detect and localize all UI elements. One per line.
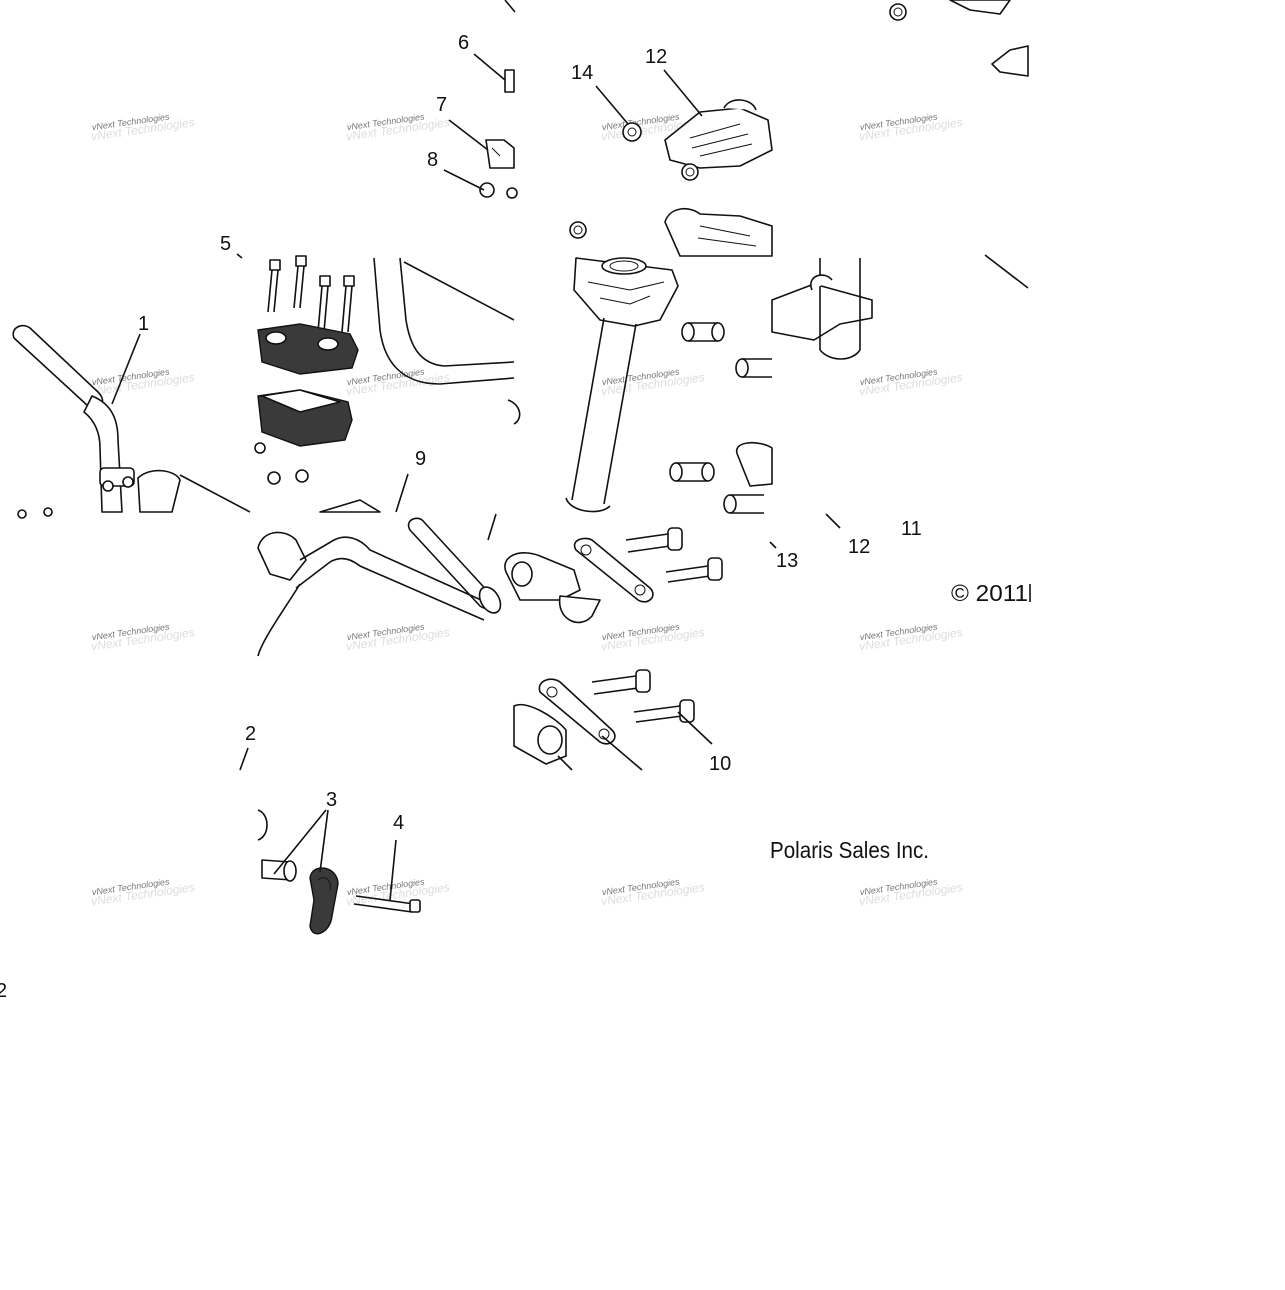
credits: Polaris Sales Inc. © 2011 2 bbox=[0, 580, 1031, 1002]
pin bbox=[353, 895, 421, 913]
clamp-upper-12-14 bbox=[569, 99, 773, 257]
watermark-r4c2: vNext Technologies vNext Technologies bbox=[345, 876, 450, 908]
bolt bbox=[665, 557, 723, 583]
callout-2: 2 bbox=[245, 723, 256, 745]
callout-11: 11 bbox=[901, 518, 922, 540]
column-tube-right bbox=[771, 258, 873, 360]
watermark-r4c1: vNext Technologies vNext Technologies bbox=[90, 876, 195, 908]
bushing bbox=[723, 494, 764, 514]
watermark-r2c4: vNext Technologies vNext Technologies bbox=[858, 366, 963, 398]
clamp-lower-assembly bbox=[504, 527, 723, 624]
callout-5: 5 bbox=[220, 233, 231, 255]
riser-blocks-item-5 bbox=[254, 255, 381, 513]
credit-copyright: © 2011 bbox=[951, 580, 1028, 606]
callout-6: 6 bbox=[458, 32, 469, 54]
callout-10: 10 bbox=[709, 753, 731, 775]
callout-13: 13 bbox=[776, 550, 798, 572]
bolt bbox=[317, 275, 331, 333]
watermark-layer: vNext Technologies vNext Technologies vN… bbox=[90, 111, 963, 908]
handlebar-left-grip bbox=[12, 324, 251, 519]
watermark-r1c2: vNext Technologies vNext Technologies bbox=[345, 111, 450, 143]
steering-post bbox=[565, 257, 679, 513]
callout-12-upper: 12 bbox=[645, 46, 667, 68]
credit-company: Polaris Sales Inc. bbox=[770, 837, 929, 863]
bushing bbox=[735, 358, 772, 378]
bushing bbox=[669, 462, 715, 482]
callout-7: 7 bbox=[436, 94, 447, 116]
watermark-r3c3: vNext Technologies vNext Technologies bbox=[600, 621, 705, 653]
watermark-r4c4: vNext Technologies vNext Technologies bbox=[858, 876, 963, 908]
lower-bracket-10 bbox=[513, 669, 695, 765]
watermark-r1c1: vNext Technologies vNext Technologies bbox=[90, 111, 195, 143]
side-marker: 2 bbox=[0, 980, 7, 1002]
watermark-r1c4: vNext Technologies vNext Technologies bbox=[858, 111, 963, 143]
lever-items-2-3-4 bbox=[257, 809, 421, 935]
watermark-r3c4: vNext Technologies vNext Technologies bbox=[858, 621, 963, 653]
watermark-r2c3: vNext Technologies vNext Technologies bbox=[600, 366, 705, 398]
bolt bbox=[625, 527, 683, 553]
top-right-fragments bbox=[504, 0, 1029, 289]
callout-1: 1 bbox=[138, 313, 149, 335]
bolt bbox=[267, 259, 281, 313]
callout-8: 8 bbox=[427, 149, 438, 171]
watermark-r4c3: vNext Technologies vNext Technologies bbox=[600, 876, 705, 908]
leader-lines bbox=[111, 53, 841, 901]
callouts: 1 2 3 4 5 6 7 8 9 10 11 12 12 13 14 bbox=[138, 32, 922, 834]
watermark-r3c2: vNext Technologies vNext Technologies bbox=[345, 621, 450, 653]
bushings bbox=[669, 322, 773, 514]
watermark-r3c1: vNext Technologies vNext Technologies bbox=[90, 621, 195, 653]
bolt bbox=[341, 275, 355, 333]
bolt bbox=[591, 669, 651, 695]
callout-12-lower: 12 bbox=[848, 536, 870, 558]
callout-14: 14 bbox=[571, 62, 593, 84]
bolt bbox=[293, 255, 307, 309]
callout-3: 3 bbox=[326, 789, 337, 811]
callout-4: 4 bbox=[393, 812, 404, 834]
handlebar-bend-upper bbox=[373, 257, 521, 425]
bracket-items-6-7-8 bbox=[479, 69, 518, 199]
watermark-r2c1: vNext Technologies vNext Technologies bbox=[90, 366, 195, 398]
handlebar-lower-9 bbox=[257, 517, 502, 657]
callout-9: 9 bbox=[415, 448, 426, 470]
bushing bbox=[681, 322, 725, 342]
